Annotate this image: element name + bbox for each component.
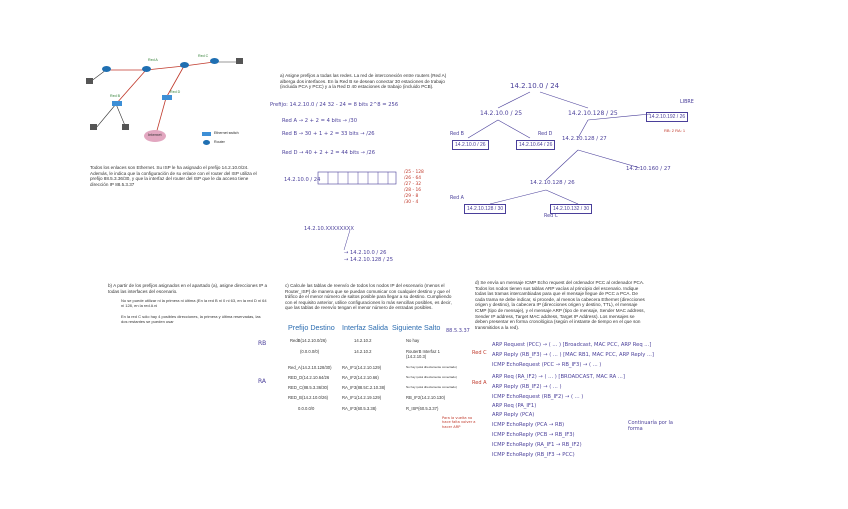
handwriting-a: Prefijo: 14.2.10.0 / 24 32 - 24 = 8 bits… — [270, 100, 460, 270]
table-header-prefix: Prefijo Destino — [288, 323, 335, 332]
tree-node: 14.2.10.128 / 26 — [530, 180, 575, 186]
router-r2-icon — [142, 66, 151, 72]
hw-frame: ICMP EchoReply (RA_IF1 → RB_IF2) — [492, 442, 582, 448]
internet-cloud-icon — [144, 130, 166, 142]
pc-icon — [86, 78, 93, 84]
hw-side-note: Para la vuelta no hace falta volver a ha… — [442, 416, 476, 429]
hw-frame: ICMP EchoRequest (PCC → RB_IF3) → ( ... … — [492, 362, 602, 368]
subnet-tree: 14.2.10.0 / 24 14.2.10.0 / 25 14.2.10.12… — [450, 80, 694, 240]
tree-label: Red A — [450, 196, 464, 201]
tree-node-box: 14.2.10.64 / 26 — [516, 140, 556, 150]
tree-node-box: 14.2.10.192 / 26 — [646, 112, 689, 122]
table-side-note: 88.5.3.37 — [446, 328, 470, 334]
tree-node-box: 14.2.10.132 / 30 — [550, 204, 593, 214]
legend-switch-label: Ethernet switch — [214, 131, 239, 135]
intro-text: Todos los enlaces son Ethernet. Su ISP l… — [90, 165, 257, 187]
hw-frame: ICMP EchoRequest (RB_IF2) → ( ... ) — [492, 394, 584, 400]
hw-side-note: Continuaría por la forma — [628, 420, 673, 432]
hw-binary: 14.2.10.XXXXXXXX — [304, 226, 354, 232]
hw-range: /25 - 128 — [404, 170, 424, 175]
hw-range: /29 - 8 — [404, 194, 419, 199]
hw-frame: ARP Reply (RB_IF3) → ( ... ) [MAC RB1, M… — [492, 352, 654, 358]
hw-step: Prefijo: 14.2.10.0 / 24 32 - 24 = 8 bits… — [270, 102, 399, 108]
tree-node: 14.2.10.0 / 25 — [480, 110, 523, 117]
hw-frame: ICMP EchoReply (RB_IF3 → PCC) — [492, 452, 575, 458]
note-b2: En la red C sólo hay 4 posibles direccio… — [121, 314, 261, 324]
tree-node: 14.2.10.128 / 25 — [568, 110, 618, 117]
tree-node-box: 14.2.10.128 / 30 — [464, 204, 507, 214]
hw-group-label: Red A — [472, 380, 487, 386]
router-isp-icon — [210, 58, 219, 64]
hw-grid — [317, 171, 397, 251]
hw-step: Red B → 30 + 1 + 2 = 33 bits → /26 — [282, 131, 375, 137]
table-header-iface: Interfaz Salida — [342, 323, 388, 332]
hw-range: /26 - 64 — [404, 176, 422, 181]
switch-icon — [162, 95, 172, 100]
pc-icon — [122, 124, 129, 130]
hw-frame: ARP Reply (RB_IF2) → ( ... ) — [492, 384, 562, 390]
tree-node: 14.2.10.128 / 27 — [562, 136, 607, 142]
hw-range: /27 - 32 — [404, 182, 422, 187]
hw-range: /30 - 4 — [404, 200, 419, 205]
legend-switch-icon — [202, 132, 211, 136]
hw-frame: ICMP EchoReply (PCA → RB) — [492, 422, 565, 428]
router-r3-icon — [180, 62, 189, 68]
legend-router-icon — [203, 140, 210, 145]
hw-range: /28 - 16 — [404, 188, 422, 193]
note-b1: No se puede utilizar ni la primera ni úl… — [121, 298, 267, 308]
network-links — [89, 61, 238, 135]
hw-binary: 14.2.10.0 / 24 — [284, 177, 321, 183]
network-diagram: Internet Red A Red B Red D Red C Etherne… — [86, 54, 246, 154]
hw-step: Red A → 2 + 2 = 4 bits → /30 — [282, 118, 358, 124]
network-label: Red A — [148, 58, 158, 62]
table-group-label: RB — [258, 340, 267, 347]
question-b: b) A partir de los prefijos asignados en… — [108, 283, 268, 294]
tree-label: Red C — [544, 214, 558, 219]
question-a: a) Asigne prefijos a todas las redes. La… — [280, 73, 447, 90]
tree-label: Red B — [450, 132, 464, 137]
question-c: c) Calcule las tablas de reenvío de todo… — [285, 283, 452, 311]
router-r1-icon — [102, 66, 111, 72]
hw-frame: ARP Req (RA_IF2) → ( ... ) [BROADCAST, M… — [492, 374, 625, 380]
pc-icon — [236, 58, 243, 64]
hw-frame: ICMP EchoReply (PCB → RB_IF3) — [492, 432, 575, 438]
hw-frame: ARP Reply (PCA) — [492, 412, 535, 418]
network-label: Red D — [170, 90, 181, 94]
network-label: Red B — [110, 94, 120, 98]
forward-table: Prefijo Destino Interfaz Salida Siguient… — [258, 323, 470, 411]
tree-node: 14.2.10.160 / 27 — [626, 166, 671, 172]
hw-binary: → 14.2.10.128 / 25 — [344, 257, 393, 263]
table-group-label: RA — [258, 378, 267, 385]
tree-label: LIBRE — [680, 100, 694, 105]
network-label: Red C — [198, 54, 209, 58]
hw-frame: ARP Request (PCC) → ( ... ) [Broadcast, … — [492, 342, 652, 348]
network-label: Internet — [148, 132, 162, 137]
tree-label: RB: 2 RA: 1 — [664, 128, 686, 133]
question-d: d) Se envía un mensaje ICMP Echo request… — [475, 280, 645, 330]
tree-lines — [467, 91, 651, 205]
hw-binary: → 14.2.10.0 / 26 — [344, 250, 387, 256]
switch-icon — [112, 101, 122, 106]
tree-label: Red D — [538, 132, 553, 137]
table-header-next: Siguiente Salto — [392, 323, 441, 332]
hw-step: Red D → 40 + 2 + 2 = 44 bits → /26 — [282, 150, 375, 156]
pc-icon — [90, 124, 97, 130]
handwriting-d: Red C Red A ARP Request (PCC) → ( ... ) … — [442, 340, 740, 470]
hw-frame: ARP Req (PA_IF1) — [492, 403, 537, 409]
hw-group-label: Red C — [472, 350, 487, 356]
legend-router-label: Router — [214, 140, 225, 144]
tree-node-box: 14.2.10.0 / 26 — [452, 140, 489, 150]
tree-root: 14.2.10.0 / 24 — [510, 82, 560, 90]
